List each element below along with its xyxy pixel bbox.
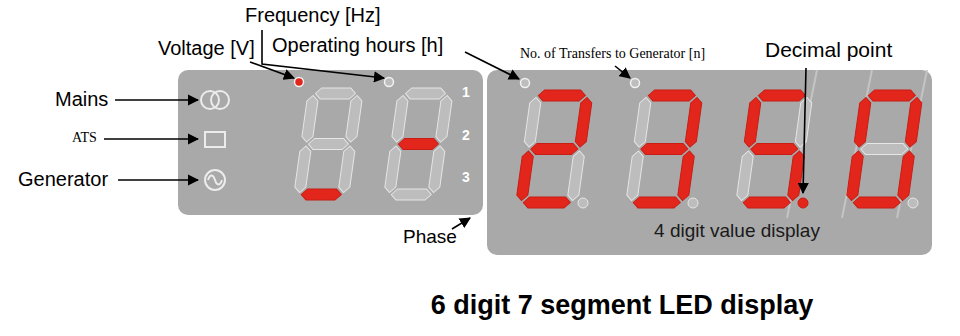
lit-segment xyxy=(905,98,923,148)
seven-segment-digit xyxy=(625,90,704,208)
lit-segment xyxy=(868,90,917,101)
callout-label: No. of Transfers to Generator [n] xyxy=(520,46,705,62)
decimal-point-dot xyxy=(688,198,698,208)
lit-segment xyxy=(398,139,440,150)
lit-segment xyxy=(523,197,572,208)
unlit-segment xyxy=(391,189,433,200)
phase-number: 3 xyxy=(462,169,470,185)
callout-label: Operating hours [h] xyxy=(272,34,443,57)
lit-segment xyxy=(516,151,534,201)
seven-segment-digit xyxy=(515,90,594,208)
lit-segment xyxy=(846,151,864,201)
generator-icon xyxy=(205,170,225,190)
generator-icon xyxy=(208,176,222,185)
decimal-point-dot xyxy=(578,198,588,208)
lit-segment xyxy=(750,144,799,155)
indicator-art xyxy=(178,70,483,215)
unlit-segment xyxy=(524,98,542,148)
lit-segment xyxy=(787,151,805,201)
unlit-segment xyxy=(405,88,447,99)
decimal-point-dot xyxy=(798,198,808,208)
mains-icon xyxy=(211,91,229,109)
callout-label: Phase xyxy=(403,226,457,248)
unlit-segment xyxy=(308,139,350,150)
indicator-panel: 1 2 3 xyxy=(178,70,483,215)
callout-label: Voltage [V] xyxy=(158,37,255,60)
seven-segment-digit xyxy=(845,90,924,208)
unlit-segment xyxy=(435,96,453,143)
phase-number: 2 xyxy=(462,127,470,143)
lit-segment xyxy=(575,98,593,148)
lit-segment xyxy=(685,98,703,148)
callout-label: Frequency [Hz] xyxy=(245,4,381,27)
unlit-segment xyxy=(345,96,363,143)
figure-caption: 6 digit 7 segment LED display xyxy=(431,290,814,321)
unlit-segment xyxy=(626,151,644,201)
callout-label: Decimal point xyxy=(765,38,892,62)
unlit-segment xyxy=(567,151,585,201)
lit-segment xyxy=(301,189,343,200)
indicator-dot xyxy=(295,78,304,87)
lit-segment xyxy=(853,197,902,208)
unlit-segment xyxy=(391,96,409,143)
unlit-segment xyxy=(301,96,319,143)
unlit-segment xyxy=(860,144,909,155)
unlit-segment xyxy=(736,151,754,201)
lit-segment xyxy=(897,151,915,201)
lit-segment xyxy=(640,144,689,155)
panel-caption: 4 digit value display xyxy=(654,220,820,242)
lit-segment xyxy=(633,197,682,208)
lit-segment xyxy=(677,151,695,201)
unlit-segment xyxy=(294,146,312,193)
unlit-segment xyxy=(384,146,402,193)
unlit-segment xyxy=(428,146,446,193)
lit-segment xyxy=(743,197,792,208)
phase-number: 1 xyxy=(462,84,470,100)
indicator-dot xyxy=(521,79,530,88)
indicator-dot xyxy=(385,78,394,87)
callout-label: ATS xyxy=(72,130,97,146)
status-icons xyxy=(201,91,229,190)
unlit-segment xyxy=(338,146,356,193)
ats-icon xyxy=(205,132,225,147)
lit-segment xyxy=(758,90,807,101)
seven-segment-digit xyxy=(383,88,454,200)
lit-segment xyxy=(530,144,579,155)
lit-segment xyxy=(744,98,762,148)
seven-segment-digit xyxy=(293,88,364,200)
unlit-segment xyxy=(795,98,813,148)
unlit-segment xyxy=(634,98,652,148)
decimal-point-dot xyxy=(908,198,918,208)
value-panel: 4 digit value display xyxy=(487,70,932,255)
unlit-segment xyxy=(315,88,357,99)
lit-segment xyxy=(648,90,697,101)
callout-label: Generator xyxy=(18,168,108,191)
indicator-dot xyxy=(631,79,640,88)
seven-segment-digit xyxy=(735,90,814,208)
lit-segment xyxy=(538,90,587,101)
panel-decoration xyxy=(787,70,927,218)
lit-segment xyxy=(854,98,872,148)
callout-label: Mains xyxy=(55,88,108,111)
